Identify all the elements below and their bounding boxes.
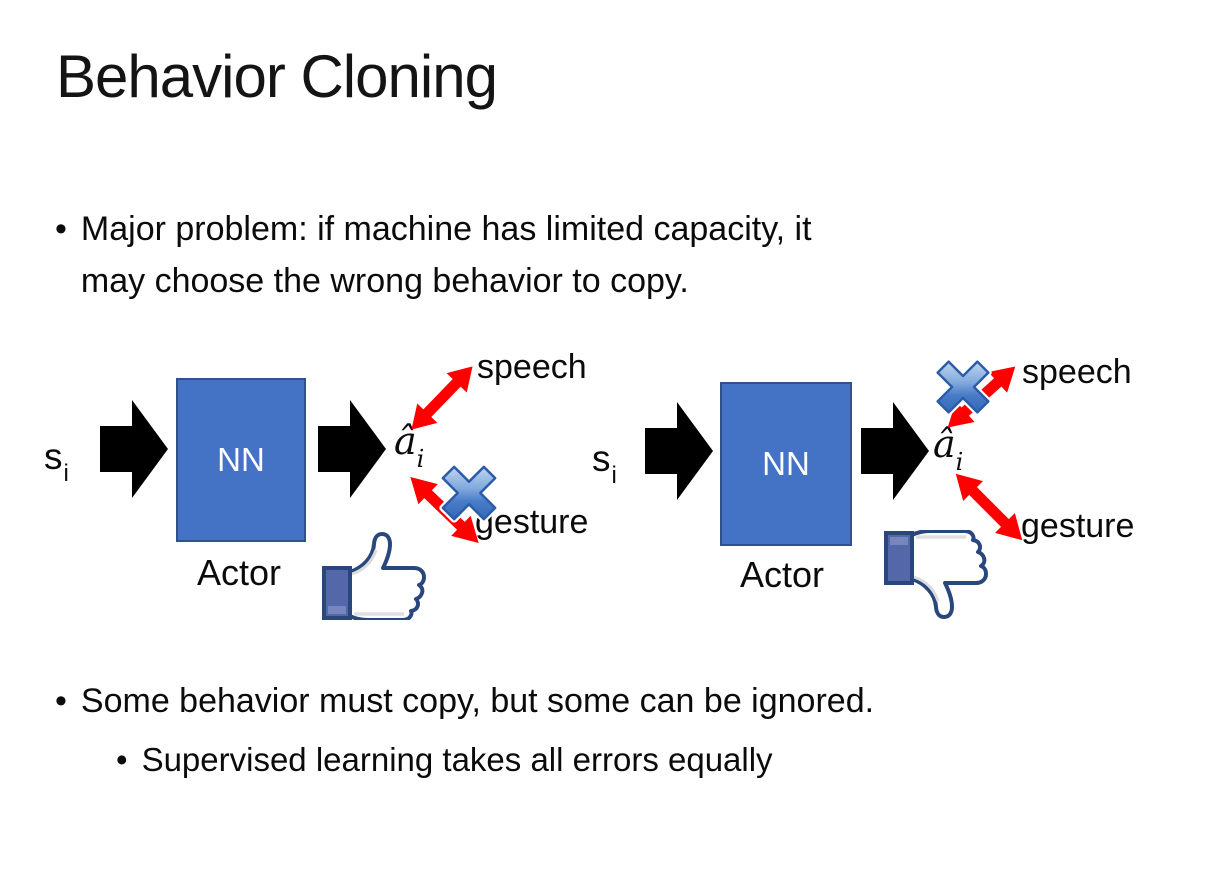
bullet-text: Supervised learning takes all errors equ…	[141, 741, 773, 778]
action-subscript: i	[416, 444, 425, 473]
bullet-line-2: may choose the wrong behavior to copy.	[80, 262, 689, 300]
right-actor-caption: Actor	[740, 554, 825, 595]
state-symbol: s	[592, 438, 611, 479]
left-nn-box: NN	[176, 378, 306, 542]
thumbs-down-icon	[884, 530, 988, 619]
action-symbol: â	[394, 419, 417, 463]
left-branch-speech-label: speech	[477, 348, 587, 386]
bullet-conclusion: • Some behavior must copy, but some can …	[55, 675, 1155, 727]
right-output-flow-arrow-icon	[861, 402, 929, 500]
slide-title: Behavior Cloning	[56, 43, 498, 110]
action-symbol: â	[933, 422, 956, 466]
bullet-supervised: • Supervised learning takes all errors e…	[116, 736, 1116, 784]
state-subscript: i	[611, 462, 617, 490]
bullet-marker: •	[55, 682, 67, 720]
state-subscript: i	[63, 460, 69, 488]
bullet-line-1: Major problem: if machine has limited ca…	[80, 210, 812, 248]
right-nn-box: NN	[720, 382, 852, 546]
left-output-flow-arrow-icon	[318, 400, 386, 498]
right-nn-label: NN	[762, 445, 810, 482]
left-actor-caption: Actor	[197, 552, 282, 593]
left-cross-out-icon	[437, 461, 501, 525]
thumbs-up-icon	[322, 532, 426, 620]
left-nn-label: NN	[217, 441, 265, 478]
bullet-marker: •	[116, 741, 128, 778]
bullet-text: Some behavior must copy, but some can be…	[80, 682, 875, 720]
action-subscript: i	[955, 447, 964, 476]
right-branch-speech-label: speech	[1022, 353, 1132, 391]
left-input-state-label: si	[44, 436, 69, 486]
right-output-action-label: âi	[933, 422, 963, 474]
right-input-state-label: si	[592, 438, 617, 488]
right-cross-out-icon	[932, 356, 994, 418]
left-speech-double-arrow-icon	[411, 366, 473, 430]
state-symbol: s	[44, 436, 63, 477]
bullet-marker: •	[55, 210, 67, 248]
left-input-flow-arrow-icon	[100, 400, 168, 498]
bullet-major-problem: • Major problem: if machine has limited …	[55, 203, 1115, 307]
right-gesture-double-arrow-icon	[955, 473, 1023, 541]
left-output-action-label: âi	[394, 419, 424, 471]
right-branch-gesture-label: gesture	[1021, 507, 1135, 545]
right-input-flow-arrow-icon	[645, 402, 713, 500]
bullet-text: Major problem: if machine has limited ca…	[81, 203, 812, 307]
